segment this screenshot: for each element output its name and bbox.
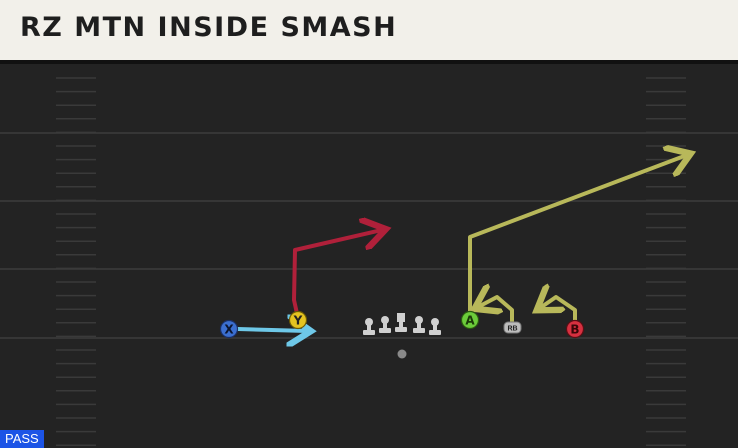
route-x (236, 329, 307, 331)
lineman-icon (363, 318, 375, 335)
player-b-label: B (570, 323, 579, 337)
lineman-icon (429, 318, 441, 335)
player-a-label: A (465, 314, 475, 328)
yard-lines (0, 132, 738, 339)
player-a: A (460, 310, 480, 330)
title-divider (0, 60, 738, 64)
quarterback-icon (397, 349, 407, 359)
route-rb (478, 297, 514, 324)
route-y (292, 230, 382, 320)
player-rb-label: RB (507, 326, 517, 333)
player-b: B (565, 319, 585, 339)
play-type-badge: PASS (0, 430, 44, 448)
play-field: RB X Y A B (0, 77, 738, 446)
player-x-label: X (224, 323, 234, 337)
hash-marks (56, 77, 686, 446)
lineman-icon (379, 316, 391, 333)
player-x: X (219, 319, 239, 339)
route-a (468, 155, 687, 319)
player-y: Y (288, 310, 308, 330)
play-title: RZ MTN INSIDE SMASH (20, 12, 398, 43)
center-icon (395, 313, 407, 332)
routes (236, 155, 687, 331)
offensive-line (363, 313, 441, 335)
player-y-label: Y (293, 314, 303, 328)
lineman-icon (413, 316, 425, 333)
player-rb: RB (503, 321, 522, 334)
route-b (540, 297, 577, 323)
title-bar: RZ MTN INSIDE SMASH (0, 0, 738, 60)
